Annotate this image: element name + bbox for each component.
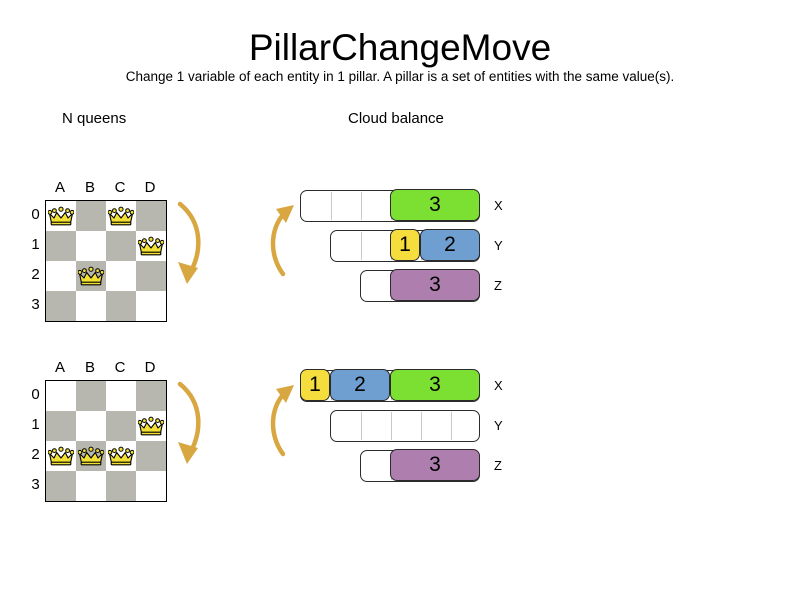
computer-label-z: Z [494, 278, 502, 293]
capacity-gridline [451, 412, 452, 440]
board-cell-c3[interactable] [106, 471, 136, 501]
move-arrow-board-before [177, 201, 201, 284]
computer-label-x: X [494, 198, 503, 213]
board-row-label-1: 1 [31, 236, 40, 253]
computer-label-y: Y [494, 238, 503, 253]
move-arrow-board-after [177, 381, 201, 464]
board-cell-a2[interactable] [46, 261, 76, 291]
board-cell-c1[interactable] [106, 231, 136, 261]
board-column-label-b: B [84, 179, 95, 196]
board-cell-b3[interactable] [76, 291, 106, 321]
row-labels-after: 0 1 2 3 [28, 380, 43, 500]
board-cell-d2[interactable] [136, 261, 166, 291]
board-row-label-0: 0 [31, 206, 40, 223]
board-cell-c3[interactable] [106, 291, 136, 321]
section-caption-cloud: Cloud balance [348, 110, 444, 127]
queen-icon-d1[interactable] [137, 416, 165, 436]
board-row-label-0: 0 [31, 386, 40, 403]
board-cell-d3[interactable] [136, 471, 166, 501]
chessboard-after: A B C D 0 1 2 3 [28, 358, 228, 518]
process-block-3[interactable]: 3 [390, 448, 480, 481]
capacity-gridline [361, 192, 362, 220]
board-row-label-3: 3 [31, 296, 40, 313]
board-column-label-c: C [114, 179, 126, 196]
page-title: PillarChangeMove [248, 27, 552, 68]
process-block-1[interactable]: 1 [390, 228, 420, 261]
queen-icon-a0[interactable] [47, 206, 75, 226]
board-cell-d3[interactable] [136, 291, 166, 321]
process-block-1[interactable]: 1 [300, 368, 330, 401]
queen-icon-d1[interactable] [137, 236, 165, 256]
board-column-label-b: B [84, 359, 95, 376]
computer-label-x: X [494, 378, 503, 393]
board-cell-b1[interactable] [76, 411, 106, 441]
row-labels-before: 0 1 2 3 [28, 200, 43, 320]
process-block-3[interactable]: 3 [390, 268, 480, 301]
queen-icon-b2[interactable] [77, 446, 105, 466]
board-row-label-2: 2 [31, 266, 40, 283]
board-column-label-d: D [144, 359, 156, 376]
board-row-label-3: 3 [31, 476, 40, 493]
computer-row-y[interactable]: Y [330, 410, 510, 444]
section-caption-nqueens: N queens [62, 110, 127, 127]
queen-icon-c2[interactable] [107, 446, 135, 466]
chessboard-before: A B C D 0 1 2 3 [28, 178, 228, 338]
capacity-gridline [331, 192, 332, 220]
board-grid-after [45, 380, 167, 502]
column-labels-before: A B C D [45, 178, 165, 200]
move-arrow-cloud-after [270, 385, 294, 457]
queen-icon-c0[interactable] [107, 206, 135, 226]
board-cell-b1[interactable] [76, 231, 106, 261]
process-block-3[interactable]: 3 [390, 368, 480, 401]
move-arrow-cloud-before [270, 205, 294, 277]
capacity-gridline [421, 412, 422, 440]
board-cell-d0[interactable] [136, 201, 166, 231]
computer-label-z: Z [494, 458, 502, 473]
board-cell-c1[interactable] [106, 411, 136, 441]
computer-capacity-bar-y [330, 410, 480, 442]
capacity-gridline [361, 412, 362, 440]
computer-label-y: Y [494, 418, 503, 433]
board-cell-c2[interactable] [106, 261, 136, 291]
board-cell-b3[interactable] [76, 471, 106, 501]
board-column-label-a: A [54, 179, 65, 196]
board-column-label-a: A [54, 359, 65, 376]
queen-icon-b2[interactable] [77, 266, 105, 286]
board-cell-b0[interactable] [76, 381, 106, 411]
board-grid-before [45, 200, 167, 322]
board-column-label-d: D [144, 179, 156, 196]
capacity-gridline [391, 412, 392, 440]
process-block-2[interactable]: 2 [330, 368, 390, 401]
page-subtitle: Change 1 variable of each entity in 1 pi… [125, 69, 675, 84]
board-cell-a3[interactable] [46, 291, 76, 321]
board-cell-c0[interactable] [106, 381, 136, 411]
board-column-label-c: C [114, 359, 126, 376]
capacity-gridline [361, 232, 362, 260]
column-labels-after: A B C D [45, 358, 165, 380]
queen-icon-a2[interactable] [47, 446, 75, 466]
process-block-3[interactable]: 3 [390, 188, 480, 221]
board-cell-d0[interactable] [136, 381, 166, 411]
board-row-label-1: 1 [31, 416, 40, 433]
process-block-2[interactable]: 2 [420, 228, 480, 261]
board-cell-a0[interactable] [46, 381, 76, 411]
board-cell-d2[interactable] [136, 441, 166, 471]
board-row-label-2: 2 [31, 446, 40, 463]
board-cell-a1[interactable] [46, 411, 76, 441]
board-cell-a1[interactable] [46, 231, 76, 261]
board-cell-a3[interactable] [46, 471, 76, 501]
board-cell-b0[interactable] [76, 201, 106, 231]
